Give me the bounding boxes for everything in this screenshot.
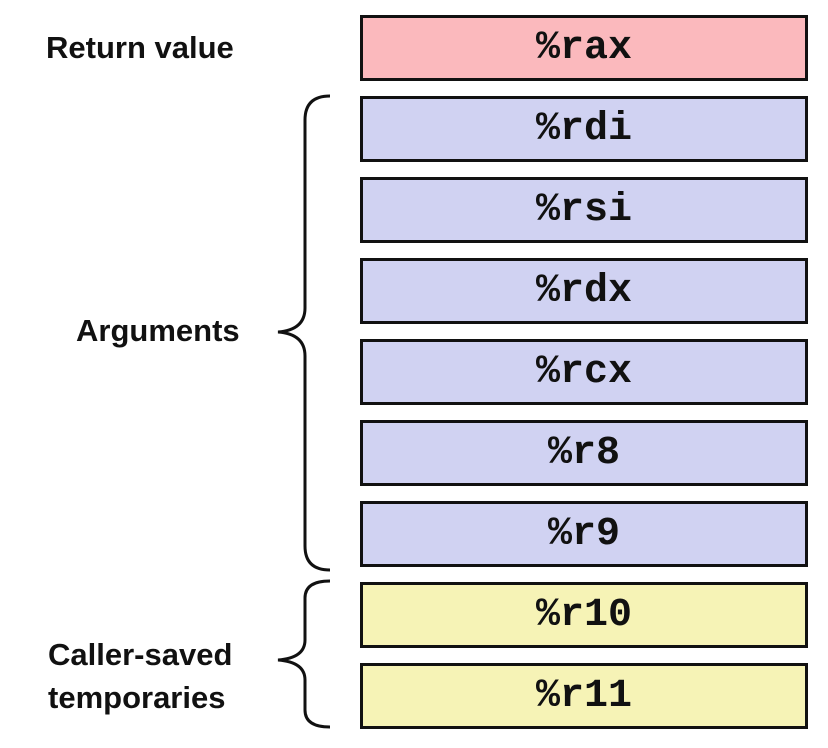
caller-saved-label-line2: temporaries: [48, 680, 226, 715]
register-rax: %rax: [360, 15, 808, 81]
register-r10: %r10: [360, 582, 808, 648]
register-r9: %r9: [360, 501, 808, 567]
register-r11: %r11: [360, 663, 808, 729]
arguments-label: Arguments: [76, 313, 240, 348]
register-rdx: %rdx: [360, 258, 808, 324]
register-rsi: %rsi: [360, 177, 808, 243]
register-r8: %r8: [360, 420, 808, 486]
temporaries-brace: [277, 579, 331, 729]
register-rdi: %rdi: [360, 96, 808, 162]
arguments-brace: [277, 94, 331, 572]
return-value-label: Return value: [46, 30, 234, 65]
register-rcx: %rcx: [360, 339, 808, 405]
caller-saved-label-line1: Caller-saved: [48, 637, 233, 672]
